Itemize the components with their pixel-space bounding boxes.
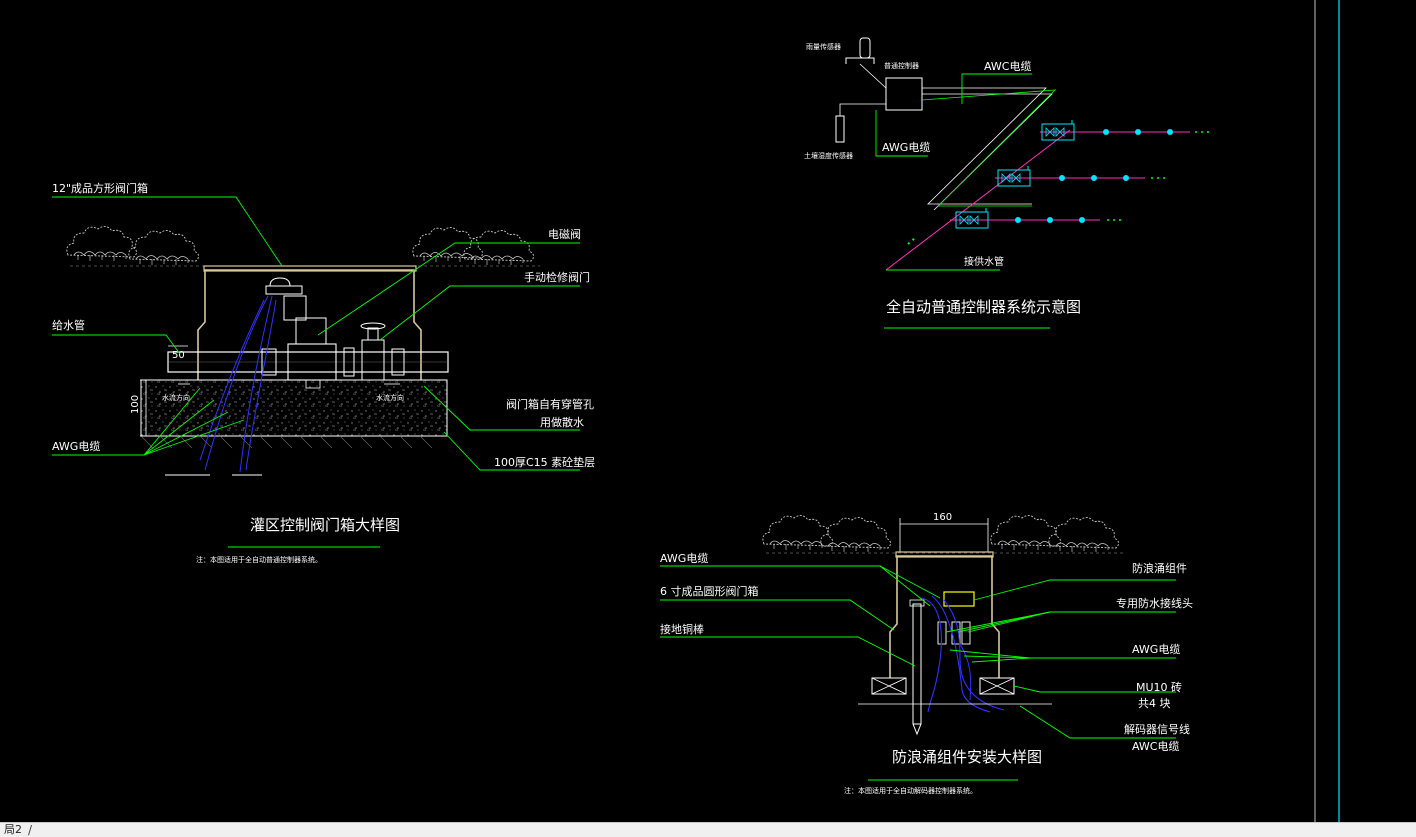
label-awc-surge: AWC电缆 [1132, 740, 1179, 753]
valve-box-note: 注：本图适用于全自动普通控制器系统。 [196, 555, 322, 564]
flow-label-left: 水流方向 [162, 393, 190, 402]
label-awg: AWG电缆 [52, 440, 100, 453]
label-mu10-count: 共4 块 [1138, 697, 1171, 710]
valve-box-detail: 100 50 水流方向 水流方向 12"成品方形阀门箱 电磁阀 手动检修阀门 给… [52, 181, 595, 564]
surge-title: 防浪涌组件安装大样图 [892, 748, 1042, 766]
layout-tab[interactable]: 局2 [4, 823, 22, 836]
label-concrete: 100厚C15 素砼垫层 [494, 455, 595, 469]
label-round-box: 6 寸成品圆形阀门箱 [660, 584, 759, 598]
label-decoder: 解码器信号线 [1124, 722, 1190, 736]
label-awg-right: AWG电缆 [1132, 643, 1180, 656]
surge-dim: 160 [933, 512, 952, 523]
surge-note: 注：本图适用于全自动解码器控制器系统。 [844, 786, 977, 795]
valve-box-title: 灌区控制阀门箱大样图 [250, 516, 400, 534]
label-controller: 普通控制器 [884, 61, 919, 70]
label-solenoid: 电磁阀 [548, 227, 581, 241]
label-soil-sensor: 土壤湿度传感器 [804, 151, 853, 160]
label-rain-sensor: 雨量传感器 [806, 42, 841, 51]
status-bar: 局2 / [0, 822, 1416, 837]
flow-label-right: 水流方向 [376, 393, 404, 402]
label-ground-rod: 接地铜棒 [660, 622, 704, 636]
label-awc: AWC电缆 [984, 60, 1031, 73]
label-drain-1: 阀门箱自有穿管孔 [506, 397, 594, 411]
label-awg-system: AWG电缆 [882, 141, 930, 154]
label-awg-left: AWG电缆 [660, 552, 708, 565]
label-manual-valve: 手动检修阀门 [524, 270, 590, 284]
cover-dim: 50 [172, 350, 185, 361]
label-mu10: MU10 砖 [1136, 680, 1182, 694]
system-title: 全自动普通控制器系统示意图 [886, 298, 1081, 316]
surge-detail: 160 [660, 512, 1193, 795]
system-schematic: 雨量传感器 普通控制器 AWC电缆 AWG电缆 土壤湿度传感器 接供水管 全自动… [804, 37, 1209, 329]
label-supply: 接供水管 [964, 255, 1004, 268]
label-surge-module: 防浪涌组件 [1132, 561, 1187, 575]
label-supply-pipe: 给水管 [52, 318, 85, 332]
label-square-box: 12"成品方形阀门箱 [52, 181, 148, 195]
label-waterproof: 专用防水接线头 [1116, 596, 1193, 610]
label-drain-2: 用做散水 [540, 415, 584, 429]
depth-dim: 100 [130, 395, 141, 414]
tab-separator: / [28, 823, 33, 837]
